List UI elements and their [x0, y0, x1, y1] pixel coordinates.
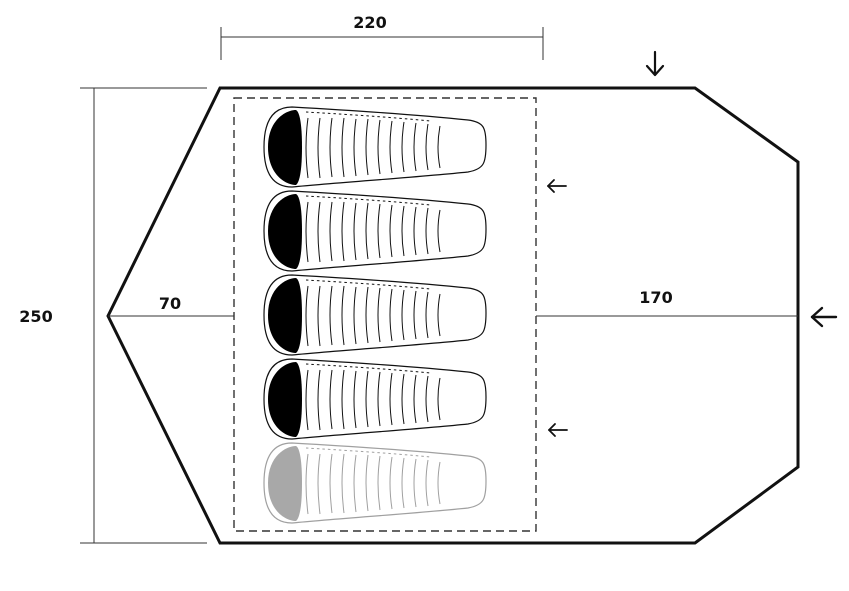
sleeping-bag: [263, 106, 487, 188]
right-depth-label: 170: [639, 288, 672, 307]
arrow-down-icon: [645, 50, 665, 77]
inner-tent-dashed-outline: [233, 97, 537, 532]
left-height-dimension: 250: [19, 87, 207, 544]
left-depth-label: 70: [159, 294, 181, 313]
sleeping-bag: [263, 190, 487, 272]
arrow-left-small-icon: [547, 179, 567, 193]
left-height-label: 250: [19, 307, 52, 326]
tent-outline: [106, 86, 800, 545]
top-width-dimension: 220: [220, 13, 544, 60]
left-depth-dimension: 70: [108, 294, 234, 317]
arrow-left-small-icon: [548, 423, 568, 437]
right-depth-dimension: 170: [536, 288, 798, 317]
top-width-label: 220: [353, 13, 386, 32]
sleeping-bag-optional: [263, 442, 487, 524]
sleeping-bags: [263, 106, 487, 524]
sleeping-bag: [263, 274, 487, 356]
sleeping-bag: [263, 358, 487, 440]
arrow-left-icon: [810, 306, 838, 328]
